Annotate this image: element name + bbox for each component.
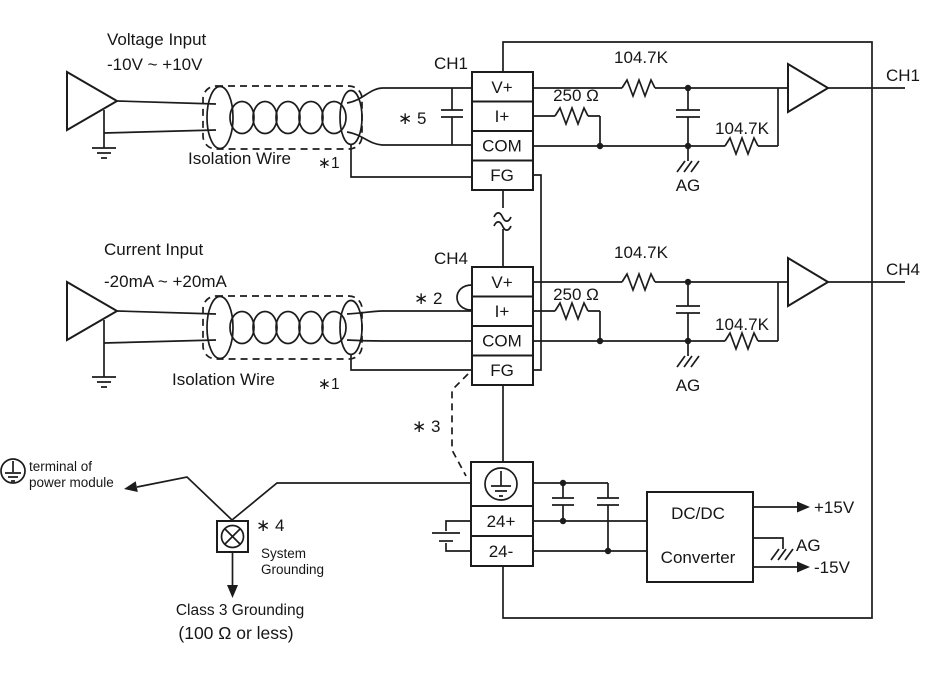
class3-ground-arrow-icon xyxy=(227,585,238,598)
voltage-input-range: -10V ~ +10V xyxy=(107,55,203,74)
earth-wire-left-arm xyxy=(136,476,233,521)
ch4-resistor-shunt-label: 250 Ω xyxy=(553,285,599,304)
cap-note5-label: ∗ 5 xyxy=(398,109,426,128)
fg-ground-option: ∗ 3 xyxy=(412,373,469,477)
current-source-amplifier-icon xyxy=(66,280,217,388)
terminal-24minus: 24- xyxy=(489,542,514,561)
dcdc-converter: DC/DC Converter xyxy=(646,491,754,583)
isolation-wire-label-ch1: Isolation Wire xyxy=(188,149,291,168)
current-input-range: -20mA ~ +20mA xyxy=(104,272,228,291)
ch1-resistor-top-label: 104.7K xyxy=(614,48,669,67)
cap-note5: ∗ 5 xyxy=(398,88,463,145)
ch1-terminal-fg: FG xyxy=(490,166,514,185)
ch1-resistor-bottom-label: 104.7K xyxy=(715,119,770,138)
ch1-terminal-block: CH1 V+ I+ COM FG xyxy=(434,54,534,191)
dcdc-ag-label: AG xyxy=(796,536,821,555)
continuation-break-symbol xyxy=(493,212,512,231)
power-filter-caps xyxy=(533,479,647,555)
class3-grounding-detail: (100 Ω or less) xyxy=(178,623,293,643)
ch4-input-wires xyxy=(346,310,472,371)
ch1-output-amplifier-icon xyxy=(787,62,830,114)
ch4-analog-ground-label: AG xyxy=(676,376,701,395)
ch4-jumper-note: ∗ 2 xyxy=(414,289,442,308)
isolation-wire-note-ch4: ∗1 xyxy=(318,376,340,393)
dcdc-outputs: +15V AG -15V xyxy=(753,498,855,577)
isolation-wire-shield-ch4 xyxy=(202,295,363,360)
earth-terminal-icon xyxy=(484,467,518,501)
earth-wire-right-arm xyxy=(231,482,471,521)
ch4-terminal-iplus: I+ xyxy=(495,302,510,321)
ch4-terminal-com: COM xyxy=(482,332,522,351)
isolation-wire-shield-ch1 xyxy=(202,85,363,150)
terminal-24plus: 24+ xyxy=(487,512,516,531)
voltage-input-title: Voltage Input xyxy=(107,30,207,49)
grounding-section: terminal of power module ∗ 4 System Grou… xyxy=(0,458,471,643)
isolation-wire-note-ch1: ∗1 xyxy=(318,155,340,172)
class3-grounding-label: Class 3 Grounding xyxy=(176,602,304,619)
minus15v-arrow-icon xyxy=(797,561,810,573)
minus15v-label: -15V xyxy=(814,558,851,577)
ch1-block-title: CH1 xyxy=(434,54,468,73)
ch1-analog-ground-icon xyxy=(676,146,700,173)
power-module-label: power module xyxy=(29,475,114,490)
plus15v-label: +15V xyxy=(814,498,855,517)
system-grounding-label1: System xyxy=(261,546,306,561)
ch1-terminal-vplus: V+ xyxy=(491,78,512,97)
ch4-resistor-top-label: 104.7K xyxy=(614,243,669,262)
ch4-terminal-fg: FG xyxy=(490,361,514,380)
ch4-output-label: CH4 xyxy=(886,260,920,279)
ch1-resistor-shunt-label: 250 Ω xyxy=(553,86,599,105)
dcdc-label-line1: DC/DC xyxy=(671,504,725,523)
to-power-module-arrow-icon xyxy=(124,481,138,492)
power-section: 24+ 24- DC/DC Converter +15 xyxy=(432,461,855,583)
voltage-source-amplifier-icon xyxy=(66,70,217,159)
power-terminal-block: 24+ 24- xyxy=(470,461,534,567)
ch4-output-amplifier-icon xyxy=(787,256,830,308)
voltage-input-section: Voltage Input -10V ~ +10V Isolation Wire… xyxy=(66,30,920,195)
ch4-terminal-vplus: V+ xyxy=(491,273,512,292)
fg-note-label: ∗ 3 xyxy=(412,417,440,436)
plus15v-arrow-icon xyxy=(797,501,810,513)
module-frame xyxy=(493,41,873,619)
ch1-internal-circuit: 104.7K 250 Ω 104.7K AG CH1 xyxy=(533,48,920,195)
ch4-terminal-block: CH4 V+ I+ COM FG xyxy=(434,249,534,386)
power-module-earth-icon xyxy=(0,458,26,484)
dcdc-ag-ground-icon xyxy=(770,548,794,561)
isolation-wire-label-ch4: Isolation Wire xyxy=(172,370,275,389)
ch1-terminal-com: COM xyxy=(482,137,522,156)
system-grounding-label2: Grounding xyxy=(261,562,324,577)
system-grounding-icon xyxy=(216,520,249,553)
ch4-analog-ground-icon xyxy=(676,341,700,368)
ch4-internal-circuit: 104.7K 250 Ω 104.7K AG CH4 xyxy=(533,243,920,395)
current-input-section: Current Input -20mA ~ +20mA Isolation Wi… xyxy=(66,240,920,395)
ch4-block-title: CH4 xyxy=(434,249,468,268)
system-grounding-note: ∗ 4 xyxy=(256,516,284,535)
fg-chain-wire xyxy=(533,174,542,371)
ch4-jumper: ∗ 2 xyxy=(414,284,473,311)
ch1-output-label: CH1 xyxy=(886,66,920,85)
dcdc-label-line2: Converter xyxy=(661,548,736,567)
ch1-input-wires xyxy=(346,87,472,178)
battery-icon xyxy=(432,520,471,552)
ch1-analog-ground-label: AG xyxy=(676,176,701,195)
ch4-resistor-bottom-label: 104.7K xyxy=(715,315,770,334)
current-input-title: Current Input xyxy=(104,240,203,259)
terminal-of-label: terminal of xyxy=(29,459,92,474)
ch1-terminal-iplus: I+ xyxy=(495,107,510,126)
